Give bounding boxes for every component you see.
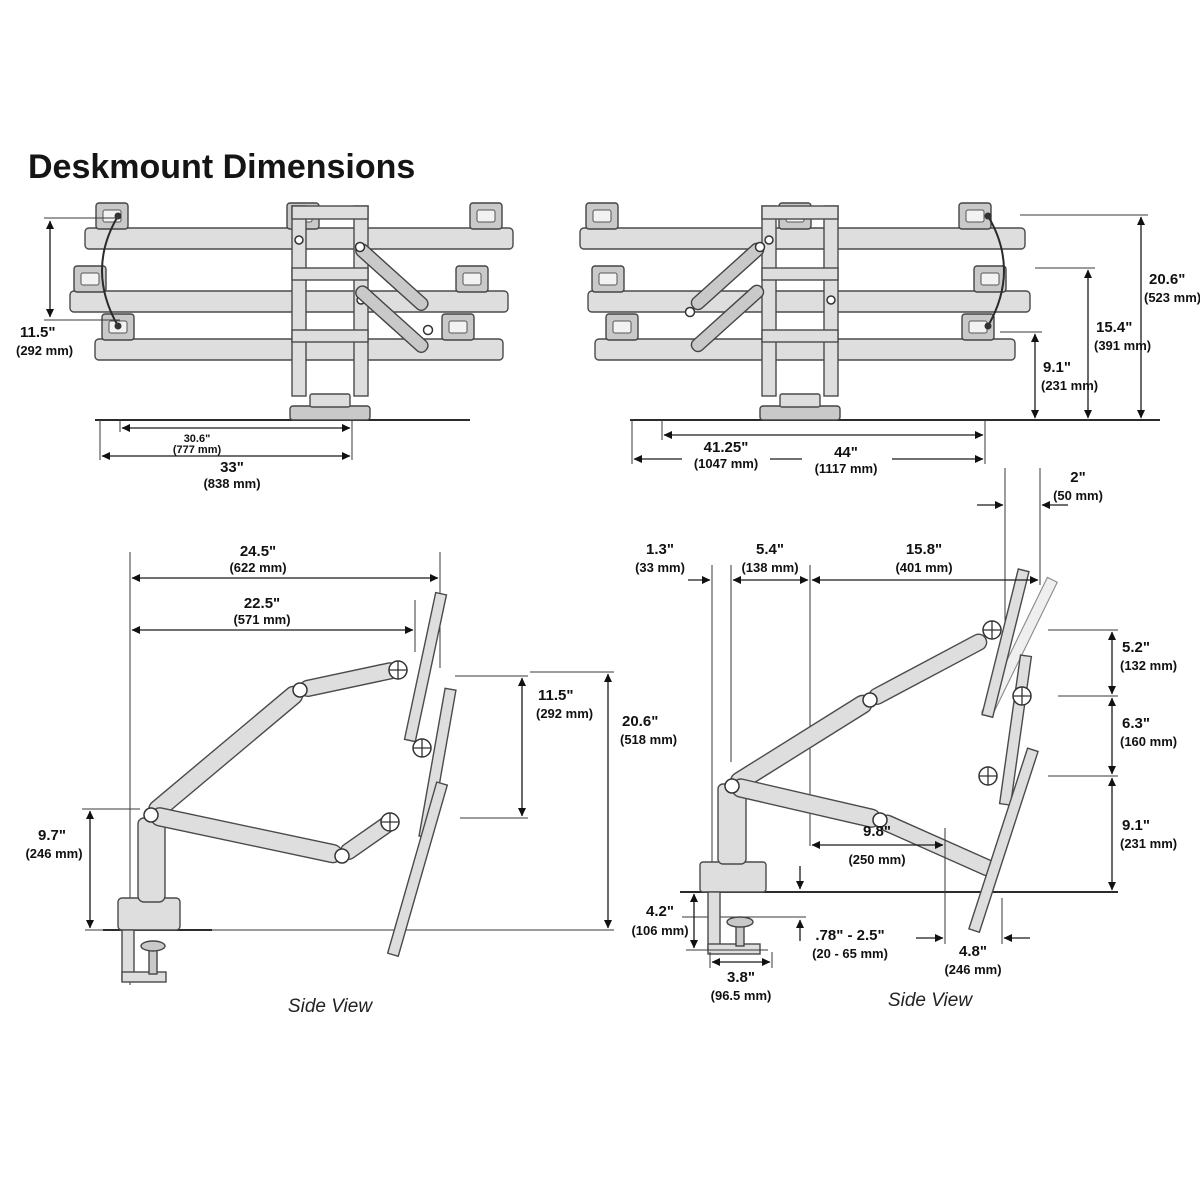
- dim-fr-width-outer-in: 44": [834, 444, 858, 461]
- dim-sr-seg-small-mm: (138 mm): [741, 560, 798, 575]
- dim-sr-depth-inner-in: 9.8": [863, 823, 891, 840]
- page-title: Deskmount Dimensions: [28, 148, 415, 186]
- side-view-left-drawing: [85, 552, 614, 985]
- dim-fr-height-full-mm: (523 mm): [1144, 290, 1200, 305]
- front-view-left-dimensions: 11.5" (292 mm) 30.6" (777 mm) 33" (838 m…: [16, 217, 353, 491]
- dim-sl-reach-outer-in: 24.5": [240, 543, 276, 560]
- dim-sr-drop-low-mm: (231 mm): [1120, 836, 1177, 851]
- dim-sl-height-base-in: 9.7": [38, 827, 66, 844]
- dim-sr-tail-width-in: 4.8": [959, 943, 987, 960]
- dim-fl-height-in: 11.5": [20, 324, 55, 341]
- motion-arc: [987, 215, 1005, 327]
- dim-sr-seg-small-in: 5.4": [756, 541, 784, 558]
- side-view-right-drawing: [680, 468, 1118, 955]
- side-view-right-dimensions: 2" (50 mm) 1.3" (33 mm) 5.4" (138 mm) 15…: [631, 469, 1177, 1011]
- dim-sr-top-offset-in: 2": [1070, 469, 1085, 486]
- dim-fl-height-mm: (292 mm): [16, 343, 73, 358]
- motion-arc: [101, 215, 119, 327]
- dim-fr-width-inner-mm: (1047 mm): [694, 456, 758, 471]
- dim-sr-seg-large-in: 15.8": [906, 541, 942, 558]
- side-view-left-caption: Side View: [288, 996, 373, 1017]
- dim-fr-width-outer-mm: (1117 mm): [815, 461, 878, 476]
- front-view-right-dimensions: 9.1" (231 mm) 15.4" (391 mm) 20.6" (523 …: [631, 214, 1200, 476]
- dim-sr-edge-offset-mm: (33 mm): [635, 560, 685, 575]
- dim-sl-lift-in: 11.5": [538, 687, 573, 704]
- dim-fl-width-inner-mm: (777 mm): [173, 444, 222, 456]
- dim-fr-height-low-in: 9.1": [1043, 359, 1071, 376]
- dim-sl-reach-inner-in: 22.5": [244, 595, 280, 612]
- dim-sr-depth-inner-mm: (250 mm): [848, 852, 905, 867]
- dim-sl-height-full-mm: (518 mm): [620, 732, 677, 747]
- dim-sl-reach-outer-mm: (622 mm): [229, 560, 286, 575]
- front-view-left-drawing: [69, 202, 514, 421]
- dim-sr-drop-top-in: 5.2": [1122, 639, 1150, 656]
- dim-fl-width-outer-mm: (838 mm): [203, 476, 260, 491]
- dim-sr-clamp-depth-mm: (106 mm): [631, 923, 688, 938]
- dim-sr-drop-mid-in: 6.3": [1122, 715, 1150, 732]
- dim-sr-drop-low-in: 9.1": [1122, 817, 1150, 834]
- dim-fr-height-low-mm: (231 mm): [1041, 378, 1098, 393]
- dim-sl-lift-mm: (292 mm): [536, 706, 593, 721]
- dim-fr-width-inner-in: 41.25": [704, 439, 749, 456]
- dim-sl-reach-inner-mm: (571 mm): [233, 612, 290, 627]
- dim-sr-clamp-width-mm: (96.5 mm): [711, 988, 772, 1003]
- dim-sr-top-offset-mm: (50 mm): [1053, 488, 1103, 503]
- dim-sr-clamp-width-in: 3.8": [727, 969, 755, 986]
- dim-fl-width-outer-in: 33": [220, 459, 244, 476]
- dim-sr-seg-large-mm: (401 mm): [895, 560, 952, 575]
- dim-sr-desk-thickness-mm: (20 - 65 mm): [812, 946, 888, 961]
- dim-fr-height-full-in: 20.6": [1149, 271, 1185, 288]
- dim-fr-height-mid-mm: (391 mm): [1094, 338, 1151, 353]
- side-view-left-dimensions: 24.5" (622 mm) 22.5" (571 mm) 11.5" (292…: [25, 543, 677, 1017]
- dim-sr-clamp-depth-in: 4.2": [646, 903, 674, 920]
- dim-sr-drop-top-mm: (132 mm): [1120, 658, 1177, 673]
- dim-fr-height-mid-in: 15.4": [1096, 319, 1132, 336]
- side-view-right-caption: Side View: [888, 990, 973, 1011]
- dim-sr-tail-width-mm: (246 mm): [944, 962, 1001, 977]
- dim-sr-edge-offset-in: 1.3": [646, 541, 674, 558]
- dim-sr-drop-mid-mm: (160 mm): [1120, 734, 1177, 749]
- front-view-right-drawing: [579, 202, 1160, 421]
- dim-sl-height-full-in: 20.6": [622, 713, 658, 730]
- dim-sl-height-base-mm: (246 mm): [25, 846, 82, 861]
- dim-sr-desk-thickness-in: .78" - 2.5": [815, 927, 884, 944]
- dim-fl-width-inner-in: 30.6": [184, 433, 211, 445]
